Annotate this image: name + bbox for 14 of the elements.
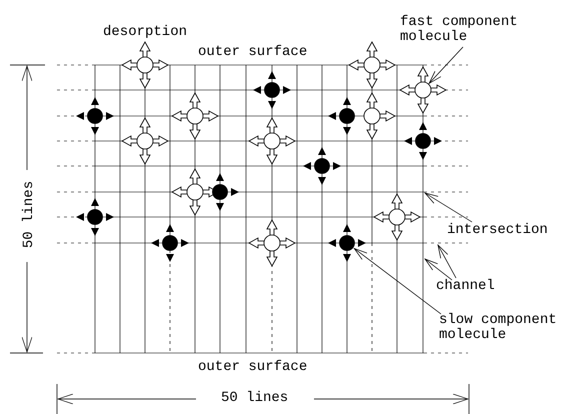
callout-label: channel [436, 279, 496, 294]
leader-line [354, 248, 442, 314]
leader-line [424, 258, 452, 280]
leader-line [428, 46, 464, 84]
channel-line [56, 242, 468, 244]
desorption-label: desorption [103, 25, 188, 40]
callout-label: fast component molecule [400, 15, 519, 45]
leader-line [438, 244, 456, 278]
slow-molecule-icon [328, 224, 366, 262]
channel-line [422, 64, 424, 354]
callout-label: intersection [447, 223, 549, 238]
callout-label: slow component molecule [439, 313, 558, 343]
leader-line [424, 192, 472, 222]
fast-molecule-icon [399, 66, 447, 114]
